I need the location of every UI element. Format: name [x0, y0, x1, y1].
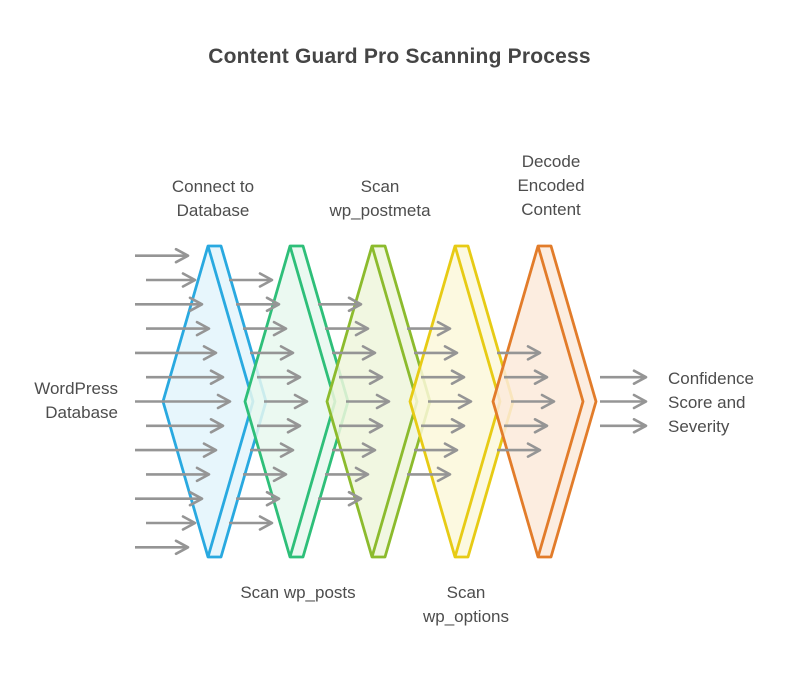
flow-arrow: [264, 393, 309, 410]
diagram-title: Content Guard Pro Scanning Process: [208, 45, 591, 68]
flow-arrow: [243, 320, 288, 337]
flow-arrow: [339, 417, 384, 434]
stage-label-line: Encoded: [517, 176, 585, 195]
flow-arrow: [257, 417, 302, 434]
output-label-confidence-score: Confidence Score and Severity: [668, 367, 796, 439]
flow-arrow: [250, 442, 295, 458]
flow-arrow: [146, 369, 225, 386]
stage-label-line: Database: [176, 201, 250, 220]
flow-arrow: [332, 345, 377, 361]
flow-arrow: [236, 490, 281, 507]
stage-label-scan-wp-posts: Scan wp_posts: [218, 581, 378, 605]
flow-arrow: [511, 393, 556, 410]
flow-arrow: [504, 417, 549, 434]
flow-arrow: [257, 369, 302, 386]
flow-arrow: [243, 466, 288, 483]
stage-label-line: wp_options: [422, 607, 509, 626]
stage-label-line: wp_postmeta: [329, 201, 431, 220]
flow-arrow: [414, 442, 459, 458]
stage-label-line: Connect to: [171, 177, 255, 196]
flow-arrow: [414, 345, 459, 361]
stage-label-scan-wp-postmeta: Scan wp_postmeta: [300, 175, 460, 223]
flow-arrow: [229, 515, 274, 531]
flow-arrow: [236, 296, 281, 313]
flow-arrow: [135, 490, 204, 507]
stage-label-decode-encoded-content: Decode Encoded Content: [471, 150, 631, 222]
stage-label-connect-to-database: Connect to Database: [133, 175, 293, 223]
input-label-line: WordPress: [34, 379, 118, 398]
flow-arrow: [325, 466, 370, 483]
flow-arrow: [146, 515, 197, 531]
flow-arrow: [146, 272, 197, 288]
input-label-wordpress-database: WordPress Database: [0, 377, 118, 425]
flow-arrow: [325, 320, 370, 337]
stage-label-line: Scan: [360, 177, 400, 196]
flow-arrow: [407, 466, 452, 483]
flow-arrow: [600, 393, 648, 410]
output-label-line: Score and: [668, 393, 746, 412]
flow-arrow: [407, 320, 452, 337]
flow-arrow: [497, 345, 542, 361]
flow-arrow: [229, 272, 274, 288]
flow-arrow: [346, 393, 391, 410]
flow-arrow: [497, 442, 542, 458]
flow-arrow: [135, 247, 190, 264]
flow-arrow: [339, 369, 384, 386]
flow-arrow: [421, 417, 466, 434]
flow-arrow: [318, 296, 363, 313]
stage-label-line: Content: [521, 200, 581, 219]
flow-arrow: [146, 417, 225, 434]
flow-arrow: [600, 369, 648, 386]
stage-label-line: Scan: [446, 583, 486, 602]
flow-arrow: [135, 442, 218, 458]
flow-arrow: [600, 417, 648, 434]
flow-arrow: [504, 369, 549, 386]
input-label-line: Database: [45, 403, 118, 422]
flow-arrow: [332, 442, 377, 458]
output-label-line: Severity: [668, 417, 730, 436]
flow-arrow: [146, 320, 211, 337]
stage-label-line: Scan wp_posts: [240, 583, 356, 602]
stage-label-line: Decode: [521, 152, 581, 171]
flow-arrow: [250, 345, 295, 361]
flow-arrow: [421, 369, 466, 386]
stage-edge-decode-encoded-content: [536, 245, 585, 558]
flow-arrow: [135, 296, 204, 313]
flow-arrow: [146, 466, 211, 483]
output-label-line: Confidence: [668, 369, 755, 388]
flow-arrow: [428, 393, 473, 410]
flow-arrow: [318, 490, 363, 507]
stage-label-scan-wp-options: Scan wp_options: [386, 581, 546, 629]
flow-arrow: [135, 539, 190, 556]
flow-arrow: [135, 393, 232, 410]
flow-arrow: [135, 345, 218, 361]
